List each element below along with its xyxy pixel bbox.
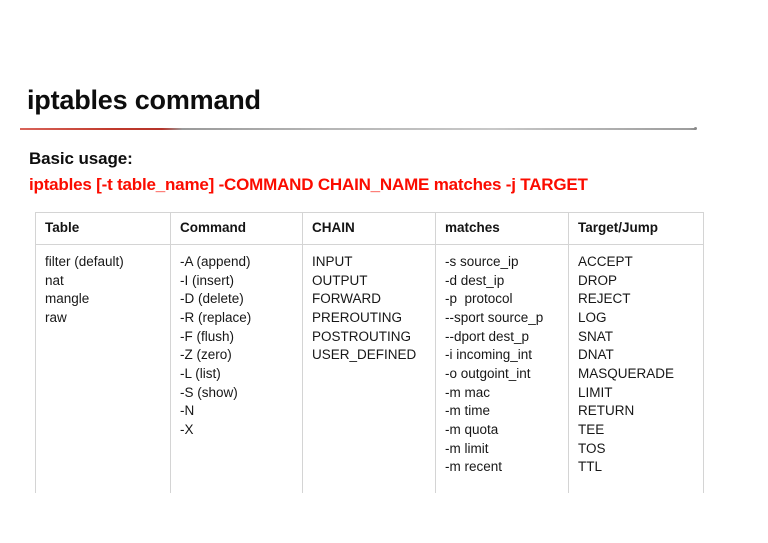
list-item: --sport source_p <box>445 309 544 325</box>
usage-syntax-line: iptables [-t table_name] -COMMAND CHAIN_… <box>29 175 588 194</box>
list-item: raw <box>45 309 67 325</box>
column-header-chain: CHAIN <box>302 212 436 245</box>
list-item: -Z (zero) <box>180 347 232 363</box>
list-item: -D (delete) <box>180 291 244 307</box>
column-header-table: Table <box>35 212 171 245</box>
list-item: POSTROUTING <box>312 328 412 344</box>
list-item: TOS <box>578 440 606 456</box>
usage-label: Basic usage: <box>29 149 133 168</box>
list-item: -m quota <box>445 422 499 438</box>
list-item: -A (append) <box>180 253 251 269</box>
cell-chain-values: INPUT OUTPUT FORWARD PREROUTING POSTROUTING U… <box>302 244 436 493</box>
table-header-row: Table Command CHAIN matches Target/Jump <box>35 212 704 245</box>
list-item: -m limit <box>445 440 489 456</box>
list-item: LIMIT <box>578 384 613 400</box>
list-item: TTL <box>578 459 603 475</box>
cell-target-jump-values: ACCEPT DROP REJECT LOG SNAT DNAT MASQUERADE LIM… <box>568 244 704 493</box>
table-row: filter (default) nat mangle raw -A (append)… <box>35 244 704 493</box>
list-item: SNAT <box>578 328 614 344</box>
list-item: -s source_ip <box>445 253 519 269</box>
list-item: -L (list) <box>180 366 221 381</box>
list-item: -m mac <box>445 384 490 400</box>
list-item: ACCEPT <box>578 253 633 269</box>
list-item: -F (flush) <box>180 328 234 344</box>
list-item: -o outgoint_int <box>445 366 531 381</box>
iptables-reference-table: Table Command CHAIN matches Target/Jump … <box>35 212 704 493</box>
title-divider-rule <box>20 128 696 130</box>
list-item: OUTPUT <box>312 272 368 288</box>
command-values-list: -A (append) -I (insert) -D (delete) -R (rep… <box>180 253 302 440</box>
list-item: DROP <box>578 272 618 288</box>
list-item: -R (replace) <box>180 309 252 325</box>
list-item: DNAT <box>578 347 614 363</box>
chain-values-list: INPUT OUTPUT FORWARD PREROUTING POSTROUTING U… <box>312 253 435 365</box>
column-header-target-jump: Target/Jump <box>568 212 704 245</box>
list-item: -S (show) <box>180 384 238 400</box>
list-item: -m time <box>445 403 490 419</box>
title-divider-endcap <box>694 127 697 130</box>
list-item: filter (default) <box>45 253 124 269</box>
list-item: MASQUERADE <box>578 366 675 381</box>
list-item: FORWARD <box>312 291 381 307</box>
list-item: nat <box>45 272 64 288</box>
list-item: -d dest_ip <box>445 272 505 288</box>
list-item: TEE <box>578 422 605 438</box>
table-values-list: filter (default) nat mangle raw <box>45 253 170 328</box>
list-item: mangle <box>45 291 90 307</box>
list-item: PREROUTING <box>312 309 403 325</box>
page-title: iptables command <box>27 85 261 115</box>
list-item: INPUT <box>312 253 353 269</box>
matches-values-list: -s source_ip -d dest_ip -p protocol --sport… <box>445 253 568 477</box>
cell-table-values: filter (default) nat mangle raw <box>35 244 171 493</box>
list-item: -N <box>180 403 195 419</box>
list-item: --dport dest_p <box>445 328 530 344</box>
list-item: -p protocol <box>445 291 513 307</box>
list-item: RETURN <box>578 403 635 419</box>
cell-command-values: -A (append) -I (insert) -D (delete) -R (rep… <box>170 244 303 493</box>
list-item: -m recent <box>445 459 503 475</box>
list-item: -X <box>180 422 194 438</box>
target-jump-values-list: ACCEPT DROP REJECT LOG SNAT DNAT MASQUERADE LIM… <box>578 253 703 477</box>
column-header-command: Command <box>170 212 303 245</box>
list-item: REJECT <box>578 291 631 307</box>
list-item: -i incoming_int <box>445 347 533 363</box>
column-header-matches: matches <box>435 212 569 245</box>
cell-matches-values: -s source_ip -d dest_ip -p protocol --sport… <box>435 244 569 493</box>
list-item: -I (insert) <box>180 272 234 288</box>
list-item: USER_DEFINED <box>312 347 417 363</box>
list-item: LOG <box>578 309 607 325</box>
